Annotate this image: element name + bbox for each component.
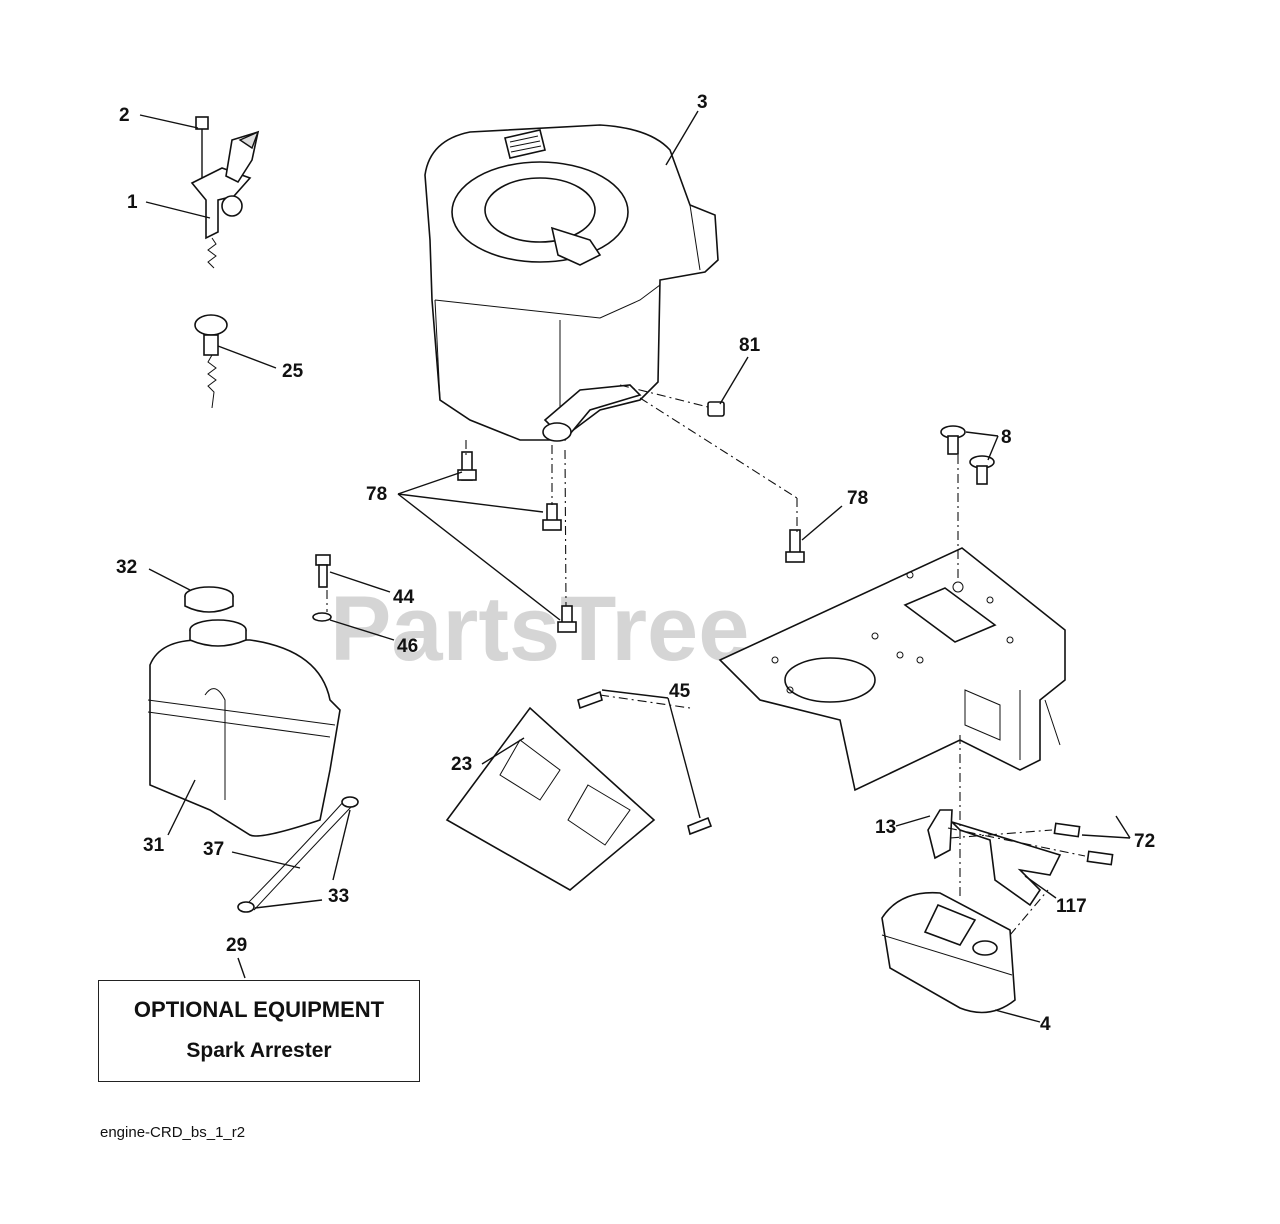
muffler-part[interactable] [881, 891, 1016, 1014]
callout-4: 4 [1040, 1014, 1051, 1035]
spark-arrester-label: Spark Arrester [186, 1039, 332, 1062]
callout-31: 31 [143, 835, 165, 856]
throttle-control-part[interactable] [190, 116, 260, 269]
callout-78-left: 78 [366, 484, 387, 505]
fuel-line-part[interactable] [237, 796, 359, 913]
bolt-parts-45[interactable] [577, 690, 713, 836]
washer-part-46[interactable] [312, 612, 332, 622]
callout-32: 32 [116, 557, 137, 578]
fuel-tank-part[interactable] [147, 619, 341, 837]
callout-3: 3 [697, 92, 708, 113]
heat-shield-part[interactable] [445, 706, 656, 891]
bolt-parts-78[interactable] [457, 451, 805, 633]
bolt-parts-72[interactable] [1053, 822, 1114, 866]
callout-117: 117 [1056, 896, 1087, 917]
screw-part-44[interactable] [315, 554, 331, 588]
callout-1: 1 [127, 192, 138, 213]
fuel-cap-part[interactable] [184, 586, 234, 613]
callout-29: 29 [226, 935, 247, 956]
callout-13: 13 [875, 817, 896, 838]
callout-81: 81 [739, 335, 761, 356]
callout-23: 23 [451, 754, 472, 775]
callout-37: 37 [203, 839, 224, 860]
callout-44: 44 [393, 587, 415, 608]
callout-46: 46 [397, 636, 418, 657]
optional-equipment-title: OPTIONAL EQUIPMENT [133, 997, 385, 1022]
diagram-code: engine-CRD_bs_1_r2 [100, 1124, 246, 1141]
callout-45: 45 [669, 681, 691, 702]
callout-labels: 2 1 25 3 81 8 78 78 32 44 46 45 23 31 37… [116, 92, 1155, 1035]
engine-part[interactable] [424, 124, 719, 442]
optional-equipment-box: OPTIONAL EQUIPMENT Spark Arrester [98, 980, 420, 1082]
callout-72: 72 [1134, 831, 1155, 852]
gasket-part-13[interactable] [927, 809, 953, 860]
exhaust-pipe-part-117[interactable] [951, 821, 1062, 907]
nut-part-81[interactable] [707, 401, 725, 417]
watermark-text: PartsTree [330, 578, 749, 680]
leader-lines [139, 110, 1131, 1023]
callout-25: 25 [282, 361, 304, 382]
callout-8: 8 [1001, 427, 1012, 448]
callout-78-right: 78 [847, 488, 868, 509]
engine-frame-plate[interactable] [718, 547, 1066, 792]
choke-knob-part[interactable] [194, 314, 228, 409]
callout-33: 33 [328, 886, 349, 907]
callout-2: 2 [119, 105, 130, 126]
assembly-lines [326, 384, 1086, 936]
